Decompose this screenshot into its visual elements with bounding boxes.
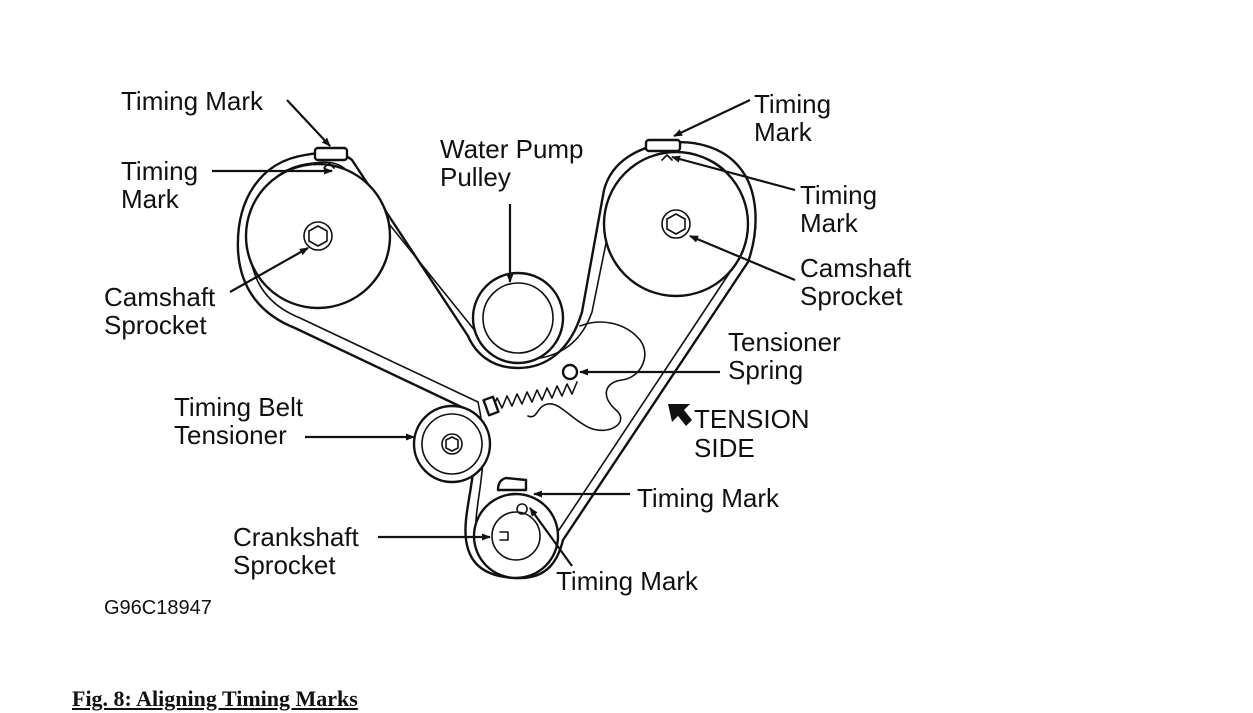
label-timing-mark-right: Timing Mark (800, 180, 884, 238)
right-camshaft-sprocket (602, 138, 750, 298)
leader-timing-mark-right (671, 155, 796, 192)
leader-timing-mark-top-right (673, 99, 751, 137)
label-timing-mark-top-left: Timing Mark (121, 86, 264, 116)
right-cam-timing-tab-icon (644, 138, 682, 161)
label-timing-mark-crank-lower: Timing Mark (556, 566, 699, 596)
label-camshaft-left: Camshaft Sprocket (104, 282, 223, 340)
water-pump-pulley (471, 271, 565, 365)
label-timing-mark-crank-upper: Timing Mark (637, 483, 780, 513)
crank-timing-tab-icon (496, 476, 528, 515)
timing-belt-outer (236, 141, 757, 580)
timing-belt-tensioner (412, 404, 492, 484)
figure-code: G96C18947 (104, 597, 212, 619)
leader-camshaft-left (229, 247, 309, 293)
label-tension-side: TENSION SIDE (694, 404, 817, 463)
tension-side-arrow-icon (668, 404, 692, 426)
label-camshaft-right: Camshaft Sprocket (800, 253, 919, 311)
leader-timing-mark-crank-lower (529, 507, 573, 567)
tensioner-bracket (527, 321, 646, 432)
left-camshaft-sprocket (244, 146, 392, 310)
leader-camshaft-right (689, 234, 796, 282)
label-belt-tensioner: Timing Belt Tensioner (174, 392, 310, 450)
left-cam-timing-tab-icon (313, 146, 349, 169)
tensioner-spring (482, 363, 579, 417)
label-water-pump-pulley: Water Pump Pulley (440, 134, 591, 192)
label-timing-mark-top-right: Timing Mark (754, 89, 838, 147)
leader-timing-mark-top-left (286, 99, 331, 147)
label-crankshaft: Crankshaft Sprocket (233, 522, 366, 580)
label-timing-mark-left: Timing Mark (121, 156, 205, 214)
label-tensioner-spring: Tensioner Spring (728, 327, 848, 385)
figure-caption: Fig. 8: Aligning Timing Marks (72, 686, 358, 711)
